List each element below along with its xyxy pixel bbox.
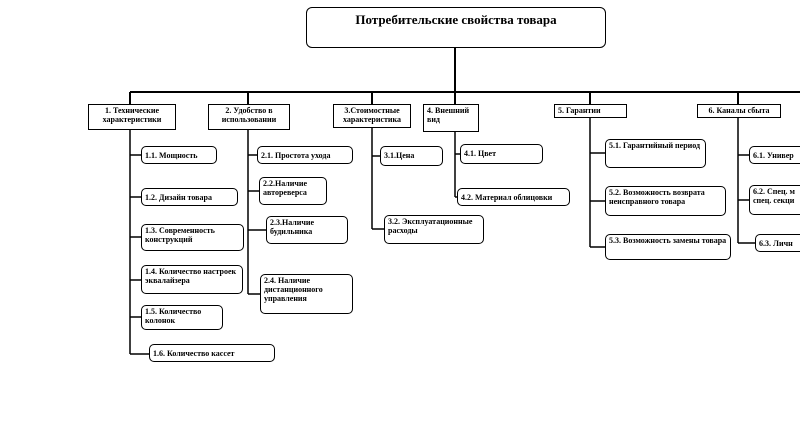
item-5-2: 5.2. Возможность возврата неисправного т… — [605, 186, 726, 216]
item-2-4: 2.4. Наличие дистанционного управления — [260, 274, 353, 314]
item-1-4: 1.4. Количество настроек эквалайзера — [141, 265, 243, 294]
category-sales-channels: 6. Каналы сбыта — [697, 104, 781, 118]
category-cost: 3.Стоимостные характеристика — [333, 104, 411, 128]
item-2-1: 2.1. Простота ухода — [257, 146, 353, 164]
item-4-2: 4.2. Материал облицовки — [457, 188, 570, 206]
category-appearance: 4. Внешний вид — [423, 104, 479, 132]
item-1-3: 1.3. Современность конструкций — [141, 224, 244, 251]
item-5-1: 5.1. Гарантийный период — [605, 139, 706, 168]
item-5-3: 5.3. Возможность замены товара — [605, 234, 731, 260]
item-1-1: 1.1. Мощность — [141, 146, 217, 164]
item-6-2: 6.2. Спец. м спец. секци — [749, 185, 800, 215]
item-3-1: 3.1.Цена — [380, 146, 443, 166]
item-4-1: 4.1. Цвет — [460, 144, 543, 164]
item-1-6: 1.6. Количество кассет — [149, 344, 275, 362]
item-6-3: 6.3. Личн — [755, 234, 800, 252]
item-1-2: 1.2. Дизайн товара — [141, 188, 238, 206]
category-usability: 2. Удобство в использовании — [208, 104, 290, 130]
item-6-1: 6.1. Универ — [749, 146, 800, 164]
category-guarantees: 5. Гарантии — [554, 104, 627, 118]
item-1-5: 1.5. Количество колонок — [141, 305, 223, 330]
category-technical: 1. Технические характеристики — [88, 104, 176, 130]
item-2-2: 2.2.Наличие автореверса — [259, 177, 327, 205]
root-node: Потребительские свойства товара — [306, 7, 606, 48]
item-3-2: 3.2. Эксплуатационные расходы — [384, 215, 484, 244]
item-2-3: 2.3.Наличие будильника — [266, 216, 348, 244]
